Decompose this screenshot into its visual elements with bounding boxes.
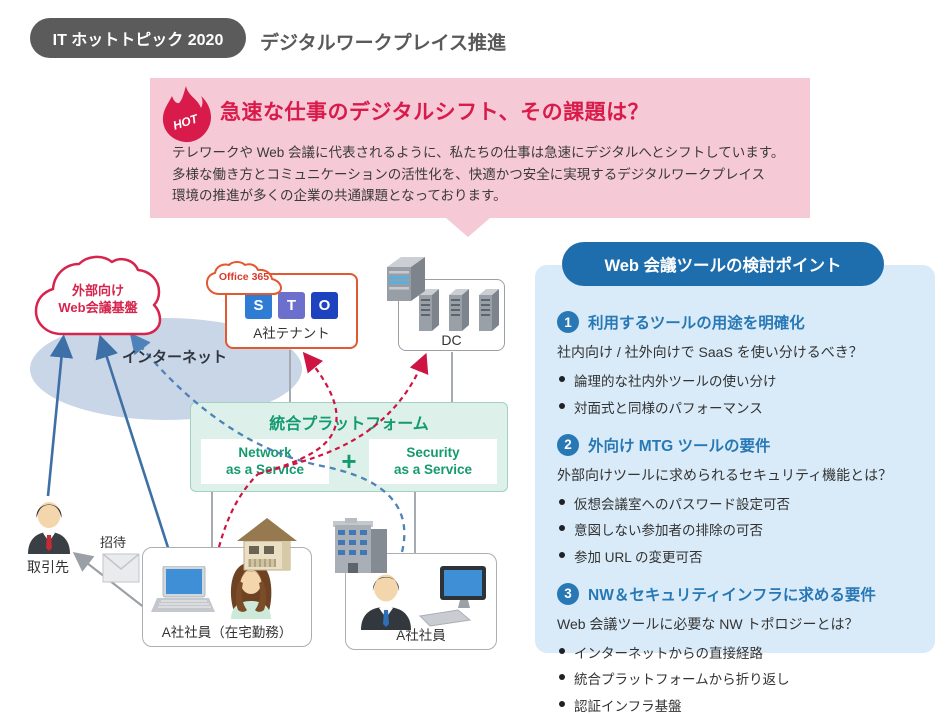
hero-banner: HOT 急速な仕事のデジタルシフト、その課題は？ テレワークや Web 会議に代… <box>150 78 810 218</box>
section-question: 外部向けツールに求められるセキュリティ機能とは？ <box>557 466 893 483</box>
partner-to-cloud-arrow <box>46 334 74 497</box>
bullet-item: 参加 URL の変更可否 <box>557 546 915 566</box>
office365-badge: Office 365 <box>204 261 284 299</box>
section-heading: NW＆セキュリティインフラに求める要件 <box>588 586 876 604</box>
section-number-badge: 3 <box>557 582 579 605</box>
hot-flame-icon: HOT <box>158 84 214 149</box>
red-dashed-paths <box>217 351 429 548</box>
page-title: デジタルワークプレイス推進 <box>260 33 507 54</box>
house-icon <box>236 516 298 577</box>
bullet-item: 認証インフラ基盤 <box>557 695 915 715</box>
envelope-icon <box>102 553 140 588</box>
businessman-icon <box>28 502 70 554</box>
home-worker-label: A社社員（在宅勤務） <box>161 625 293 640</box>
panel-section-1: 1 利用するツールの用途を明確化 社内向け / 社外向けで SaaS を使い分け… <box>557 311 915 417</box>
server-rack-icons <box>416 287 502 333</box>
male-employee-avatar <box>356 564 416 635</box>
bullet-item: 統合プラットフォームから折り返し <box>557 668 915 688</box>
section-heading: 外向け MTG ツールの要件 <box>588 437 771 455</box>
hero-body: テレワークや Web 会議に代表されるように、私たちの仕事は急速にデジタルへとシ… <box>172 142 784 207</box>
saas-line1: Security <box>406 445 460 461</box>
business-partner-avatar <box>24 492 74 559</box>
naas-line1: Network <box>238 445 292 461</box>
cloud-label-line2: Web会議基盤 <box>58 300 138 315</box>
office-building-icon <box>331 517 391 580</box>
office-app-tiles: S T O <box>227 292 356 319</box>
bullet-item: 対面式と同様のパフォーマンス <box>557 397 915 417</box>
plus-sign: + <box>341 446 357 476</box>
topic-badge-label: IT ホットトピック 2020 <box>52 32 224 49</box>
section-question: 社内向け / 社外向けで SaaS を使い分けるべき？ <box>557 344 863 360</box>
dc-label: DC <box>441 332 462 348</box>
panel-section-2: 2 外向け MTG ツールの要件 外部向けツールに求められるセキュリティ機能とは… <box>557 433 915 566</box>
section-number-badge: 1 <box>557 311 579 333</box>
gray-connector-lines <box>211 350 453 553</box>
platform-title: 統合プラットフォーム <box>269 416 429 433</box>
teams-tile-icon: T <box>278 292 305 319</box>
integrated-platform-box: 統合プラットフォーム Network as a Service + Securi… <box>190 402 508 492</box>
bullet-item: 意図しない参加者の排除の可否 <box>557 519 915 539</box>
section-question: Web 会議ツールに必要な NW トポロジーとは？ <box>557 615 859 632</box>
server-icon <box>381 253 427 310</box>
cloud-label-line1: 外部向け <box>71 283 124 298</box>
section-heading: 利用するツールの用途を明確化 <box>588 315 805 332</box>
security-as-a-service-box: Security as a Service <box>369 439 497 484</box>
invite-label: 招待 <box>100 535 127 550</box>
panel-title-pill: Web 会議ツールの検討ポイント <box>562 242 884 286</box>
female-employee-avatar <box>221 556 281 625</box>
office365-badge-label: Office 365 <box>218 271 270 283</box>
bullet-item: インターネットからの直接経路 <box>557 642 915 662</box>
hero-pointer-triangle <box>446 218 490 237</box>
hero-body-line: テレワークや Web 会議に代表されるように、私たちの仕事は急速にデジタルへとシ… <box>172 145 785 160</box>
hero-body-line: 環境の推進が多くの企業の共通課題となっております。 <box>172 188 507 203</box>
panel-section-3: 3 NW＆セキュリティインフラに求める要件 Web 会議ツールに必要な NW ト… <box>557 582 915 715</box>
bullet-item: 仮想会議室へのパスワード設定可否 <box>557 493 915 513</box>
tenant-label: A社テナント <box>253 326 330 341</box>
partner-label: 取引先 <box>27 559 69 575</box>
office-worker-label: A社社員 <box>396 628 446 643</box>
office-to-cloud-dashed-arrow <box>129 332 406 553</box>
bullet-item: 論理的な社内外ツールの使い分け <box>557 370 915 390</box>
section-number-badge: 2 <box>557 433 579 456</box>
office-tile-icon: O <box>311 292 338 319</box>
consideration-points-panel: 1 利用するツールの用途を明確化 社内向け / 社外向けで SaaS を使い分け… <box>535 265 935 714</box>
sharepoint-tile-icon: S <box>245 292 272 319</box>
section-bullets: 仮想会議室へのパスワード設定可否 意図しない参加者の排除の可否 参加 URL の… <box>557 493 915 566</box>
saas-line2: as a Service <box>393 461 473 477</box>
diagram-connectors <box>46 332 453 627</box>
hero-headline: 急速な仕事のデジタルシフト、その課題は？ <box>220 101 650 124</box>
internet-label: インターネット <box>122 349 228 366</box>
hero-body-line: 多様な働き方とコミュニケーションの活性化を、快適かつ安全に実現するデジタルワーク… <box>172 166 766 182</box>
external-web-meeting-cloud: 外部向け Web会議基盤 <box>28 250 168 346</box>
topic-badge: IT ホットトピック 2020 <box>30 18 246 58</box>
home-to-cloud-arrow <box>95 334 174 561</box>
office365-cloud-icon <box>206 261 282 295</box>
section-bullets: 論理的な社内外ツールの使い分け 対面式と同様のパフォーマンス <box>557 370 915 417</box>
desktop-computer-icon <box>418 566 488 633</box>
panel-title: Web 会議ツールの検討ポイント <box>604 257 842 275</box>
cloud-icon: 外部向け Web会議基盤 <box>34 255 162 336</box>
section-bullets: インターネットからの直接経路 統合プラットフォームから折り返し 認証インフラ基盤 <box>557 642 915 715</box>
laptop-icon <box>151 565 217 621</box>
